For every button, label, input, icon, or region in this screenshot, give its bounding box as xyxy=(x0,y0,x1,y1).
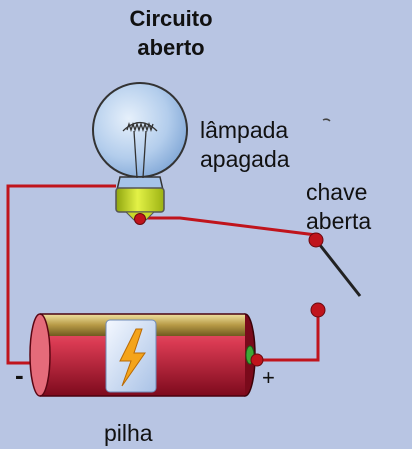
lamp-label-line-1: lâmpada xyxy=(200,117,289,143)
lamp-label-line-2: apagada xyxy=(200,146,290,172)
lamp-base xyxy=(115,187,165,213)
wire-battery-positive xyxy=(258,310,320,362)
battery-label: pilha xyxy=(104,420,153,446)
negative-terminal-label: - xyxy=(15,360,24,390)
title-line-2: aberto xyxy=(137,35,205,60)
wire-left xyxy=(6,184,116,365)
lightning-bolt-icon xyxy=(119,328,146,387)
title-line-1: Circuito xyxy=(129,6,213,31)
bulb-filament xyxy=(122,121,158,179)
wire-top-right xyxy=(140,216,318,240)
positive-terminal-label: + xyxy=(262,365,275,390)
switch-label: chave aberta xyxy=(306,178,371,236)
open-switch-icon xyxy=(308,118,362,318)
battery-icon xyxy=(29,313,264,397)
diagram-title: Circuito aberto xyxy=(96,4,246,62)
switch-label-line-1: chave xyxy=(306,179,368,205)
light-bulb-icon xyxy=(92,82,188,225)
battery-label-panel xyxy=(105,319,157,393)
switch-lever xyxy=(314,239,362,297)
lamp-label: lâmpada apagada xyxy=(200,116,290,174)
switch-label-line-2: aberta xyxy=(306,208,372,234)
